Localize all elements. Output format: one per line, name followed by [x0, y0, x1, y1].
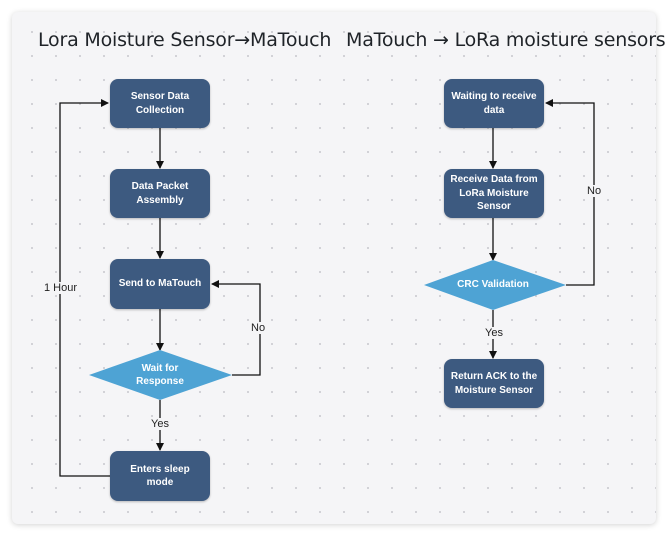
node-data-packet-assembly: Data Packet Assembly	[110, 169, 210, 218]
edge-label-1-hour: 1 Hour	[42, 282, 80, 294]
node-receive-data-from-sensor: Receive Data from LoRa Moisture Sensor	[444, 169, 544, 218]
node-waiting-to-receive-data: Waiting to receive data	[444, 79, 544, 128]
node-send-to-matouch: Send to MaTouch	[110, 259, 210, 309]
edge-label-no-right: No	[585, 185, 604, 197]
decision-crc-shape	[424, 260, 566, 310]
left-flow-title: Lora Moisture Sensor→MaTouch	[38, 29, 332, 51]
decision-wait-for-response: Wait for Response	[136, 362, 184, 388]
edge-label-yes-right: Yes	[483, 327, 505, 339]
decision-crc-validation: CRC Validation	[457, 279, 529, 291]
decision-wait-shape	[89, 350, 232, 400]
edge-label-yes-left: Yes	[149, 418, 171, 430]
node-return-ack: Return ACK to the Moisture Sensor	[444, 359, 544, 408]
node-sensor-data-collection: Sensor Data Collection	[110, 79, 210, 128]
right-flow-title: MaTouch → LoRa moisture sensors	[346, 29, 666, 51]
edge-label-no-left: No	[249, 322, 268, 334]
node-enters-sleep-mode: Enters sleep mode	[110, 451, 210, 501]
